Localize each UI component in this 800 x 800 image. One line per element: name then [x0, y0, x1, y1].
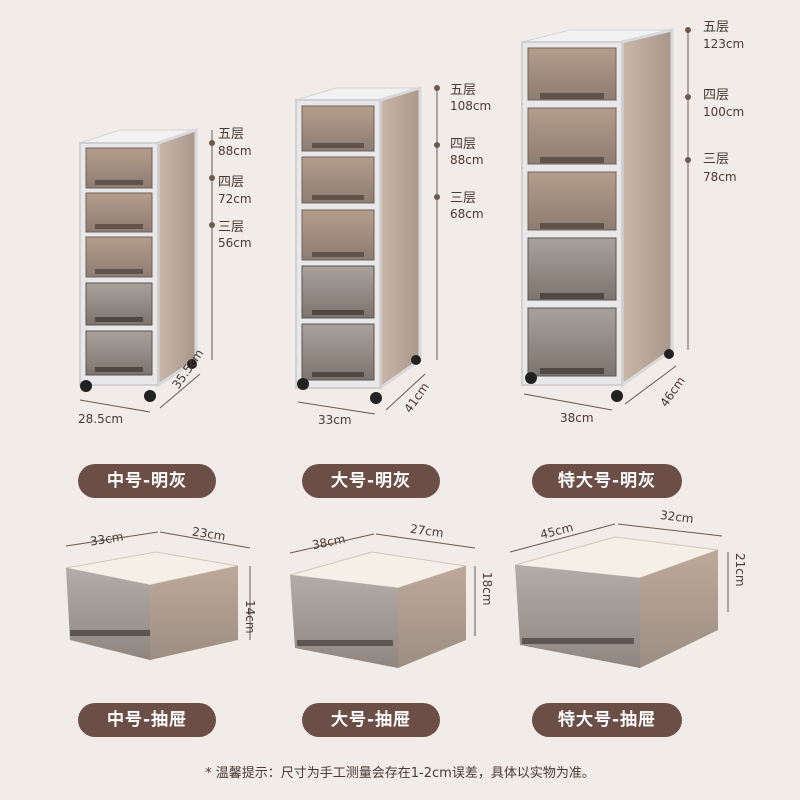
drawer1-height: 14cm: [243, 600, 257, 634]
cab1-layer5-label: 五层: [218, 127, 245, 142]
cab2-layer3-height: 68cm: [450, 207, 484, 221]
drawer2-height: 18cm: [480, 572, 494, 606]
drawer-large: [289, 533, 476, 668]
cab3-layer3-label: 三层: [703, 152, 730, 167]
drawer-xlarge: [509, 523, 729, 668]
measurement-note: * 温馨提示：尺寸为手工测量会存在1-2cm误差，具体以实物为准。: [205, 766, 595, 781]
cab3-width: 38cm: [560, 411, 594, 425]
cabinet-medium-label: 中号-明灰: [78, 464, 216, 498]
cab1-layer3-label: 三层: [218, 220, 245, 235]
drawer-large-label: 大号-抽屉: [302, 703, 440, 737]
cab3-layer3-height: 78cm: [703, 170, 737, 184]
cab2-layer5-height: 108cm: [450, 99, 492, 113]
cab2-layer4-label: 四层: [450, 137, 477, 152]
cab2-layer5-label: 五层: [450, 83, 477, 98]
cab3-layer4-height: 100cm: [703, 105, 745, 119]
cabinet-xlarge-label: 特大号-明灰: [532, 464, 682, 498]
cabinet-medium: [79, 127, 215, 413]
cab3-layer5-label: 五层: [703, 20, 730, 35]
cabinet-xlarge: [521, 27, 691, 411]
cab1-layer4-label: 四层: [218, 175, 245, 190]
drawer-medium-label: 中号-抽屉: [78, 703, 216, 737]
cabinet-large-label: 大号-明灰: [302, 464, 440, 498]
cab1-width: 28.5cm: [78, 412, 124, 426]
drawer-medium: [65, 531, 251, 660]
cab3-layer4-label: 四层: [703, 88, 730, 103]
cabinet-large: [295, 85, 440, 415]
cab1-layer4-height: 72cm: [218, 192, 252, 206]
cab2-layer3-label: 三层: [450, 191, 477, 206]
cab3-layer5-height: 123cm: [703, 37, 745, 51]
drawer3-height: 21cm: [733, 553, 747, 587]
cab1-layer5-height: 88cm: [218, 144, 252, 158]
drawer-xlarge-label: 特大号-抽屉: [532, 703, 682, 737]
cab2-layer4-height: 88cm: [450, 153, 484, 167]
cab2-width: 33cm: [318, 413, 352, 427]
cab1-layer3-height: 56cm: [218, 236, 252, 250]
